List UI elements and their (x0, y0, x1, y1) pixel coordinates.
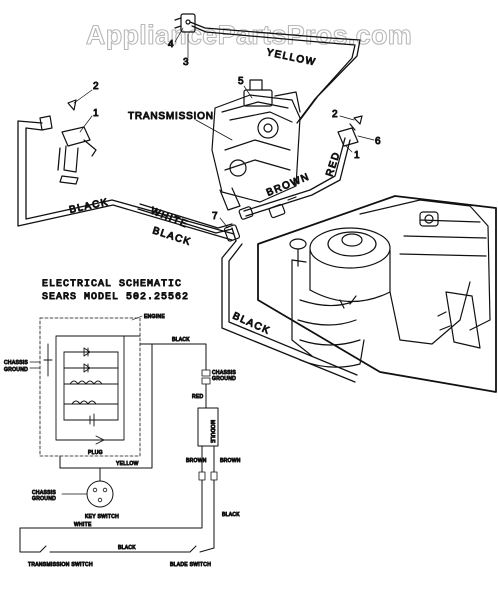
transmission-label: TRANSMISSION (128, 111, 214, 122)
transmission-leader (195, 119, 233, 141)
wire-label-yellow: YELLOW (265, 47, 317, 68)
wire-label-black-engine: BLACK (231, 311, 272, 337)
engine-frame (257, 195, 497, 393)
yellow-wire (189, 21, 361, 124)
engine-leader (131, 315, 143, 321)
callout-4-leader (174, 27, 184, 43)
blade-switch-label: BLADE SWITCH (170, 562, 211, 568)
callout-5: 5 (238, 76, 244, 87)
wire-connectors (223, 196, 297, 242)
schematic-title-line1: ELECTRICAL SCHEMATIC (42, 279, 182, 290)
callout-2-left: 2 (93, 81, 99, 92)
callout-3: 3 (183, 57, 189, 68)
label-yellow: YELLOW (116, 461, 139, 467)
callout-1-right: 1 (354, 150, 360, 161)
conn-brown-right (210, 471, 218, 481)
conn-top-2 (201, 377, 211, 385)
key-switch (86, 480, 114, 508)
callout-6-leader (357, 135, 375, 141)
watermark-text: AppliancePartsPros.com (86, 20, 412, 50)
chassis-ground-left-mark (29, 361, 41, 369)
callout-7-leader (219, 217, 229, 229)
transmission-body (211, 79, 301, 211)
wire-black-bottom (19, 527, 215, 553)
callout-2-right-leader (339, 115, 355, 121)
key-pin-3 (97, 497, 103, 503)
conn-top (201, 369, 211, 377)
module-label: MODULE (209, 420, 215, 444)
label-red: RED (192, 394, 204, 400)
callout-7: 7 (212, 211, 218, 222)
wire-yellow (59, 343, 153, 469)
key-pin-2 (102, 487, 108, 493)
connector-top (174, 13, 196, 33)
key-pin-1 (92, 487, 98, 493)
blade-switch-part (337, 115, 363, 147)
callout-1-left: 1 (93, 108, 99, 119)
schematic-title-line2: SEARS MODEL 502.25562 (42, 292, 189, 303)
conn-brown-left (198, 471, 206, 481)
key-switch-label: KEY SWITCH (85, 514, 119, 520)
engine-label: ENGINE (144, 314, 165, 320)
callout-1-right-leader (345, 145, 353, 153)
wire-black-top (139, 343, 207, 371)
label-black-bottom: BLACK (118, 545, 136, 551)
callout-2-right: 2 (332, 109, 338, 120)
chassis-ground-left-2: GROUND (4, 367, 28, 373)
callout-1-left-leader (79, 115, 93, 133)
engine-box (39, 317, 141, 457)
label-white: WHITE (74, 522, 92, 528)
plug-label: PLUG (88, 450, 103, 456)
engine-drawing (289, 199, 491, 368)
transmission-switch-part (39, 99, 97, 185)
wire-label-brown: BROWN (265, 171, 312, 198)
callout-5-leader (243, 85, 253, 99)
chassis-ground-key-1: CHASSIS (32, 490, 56, 496)
label-black-right: BLACK (222, 512, 240, 518)
transmission-switch-label: TRANSMISSION SWITCH (28, 562, 93, 568)
label-brown-left: BROWN (186, 458, 207, 464)
wire-label-red: RED (324, 150, 342, 178)
black-wire-left (17, 120, 235, 241)
wire-label-black-bottom: BLACK (151, 225, 193, 248)
chassis-ground-mid-2: GROUND (212, 376, 236, 382)
wire-label-black-left: BLACK (68, 197, 110, 216)
callout-4: 4 (168, 39, 174, 50)
callout-2-left-leader (73, 89, 93, 104)
chassis-ground-key-2: GROUND (32, 496, 56, 502)
callout-6: 6 (375, 136, 381, 147)
chassis-ground-left-1: CHASSIS (4, 360, 28, 366)
engine-circuit (43, 335, 141, 445)
chassis-ground-mid-1: CHASSIS (212, 370, 236, 376)
wire-white (19, 479, 203, 529)
label-black-top: BLACK (172, 337, 190, 343)
label-brown-right: BROWN (220, 458, 241, 464)
module-box (197, 407, 219, 447)
